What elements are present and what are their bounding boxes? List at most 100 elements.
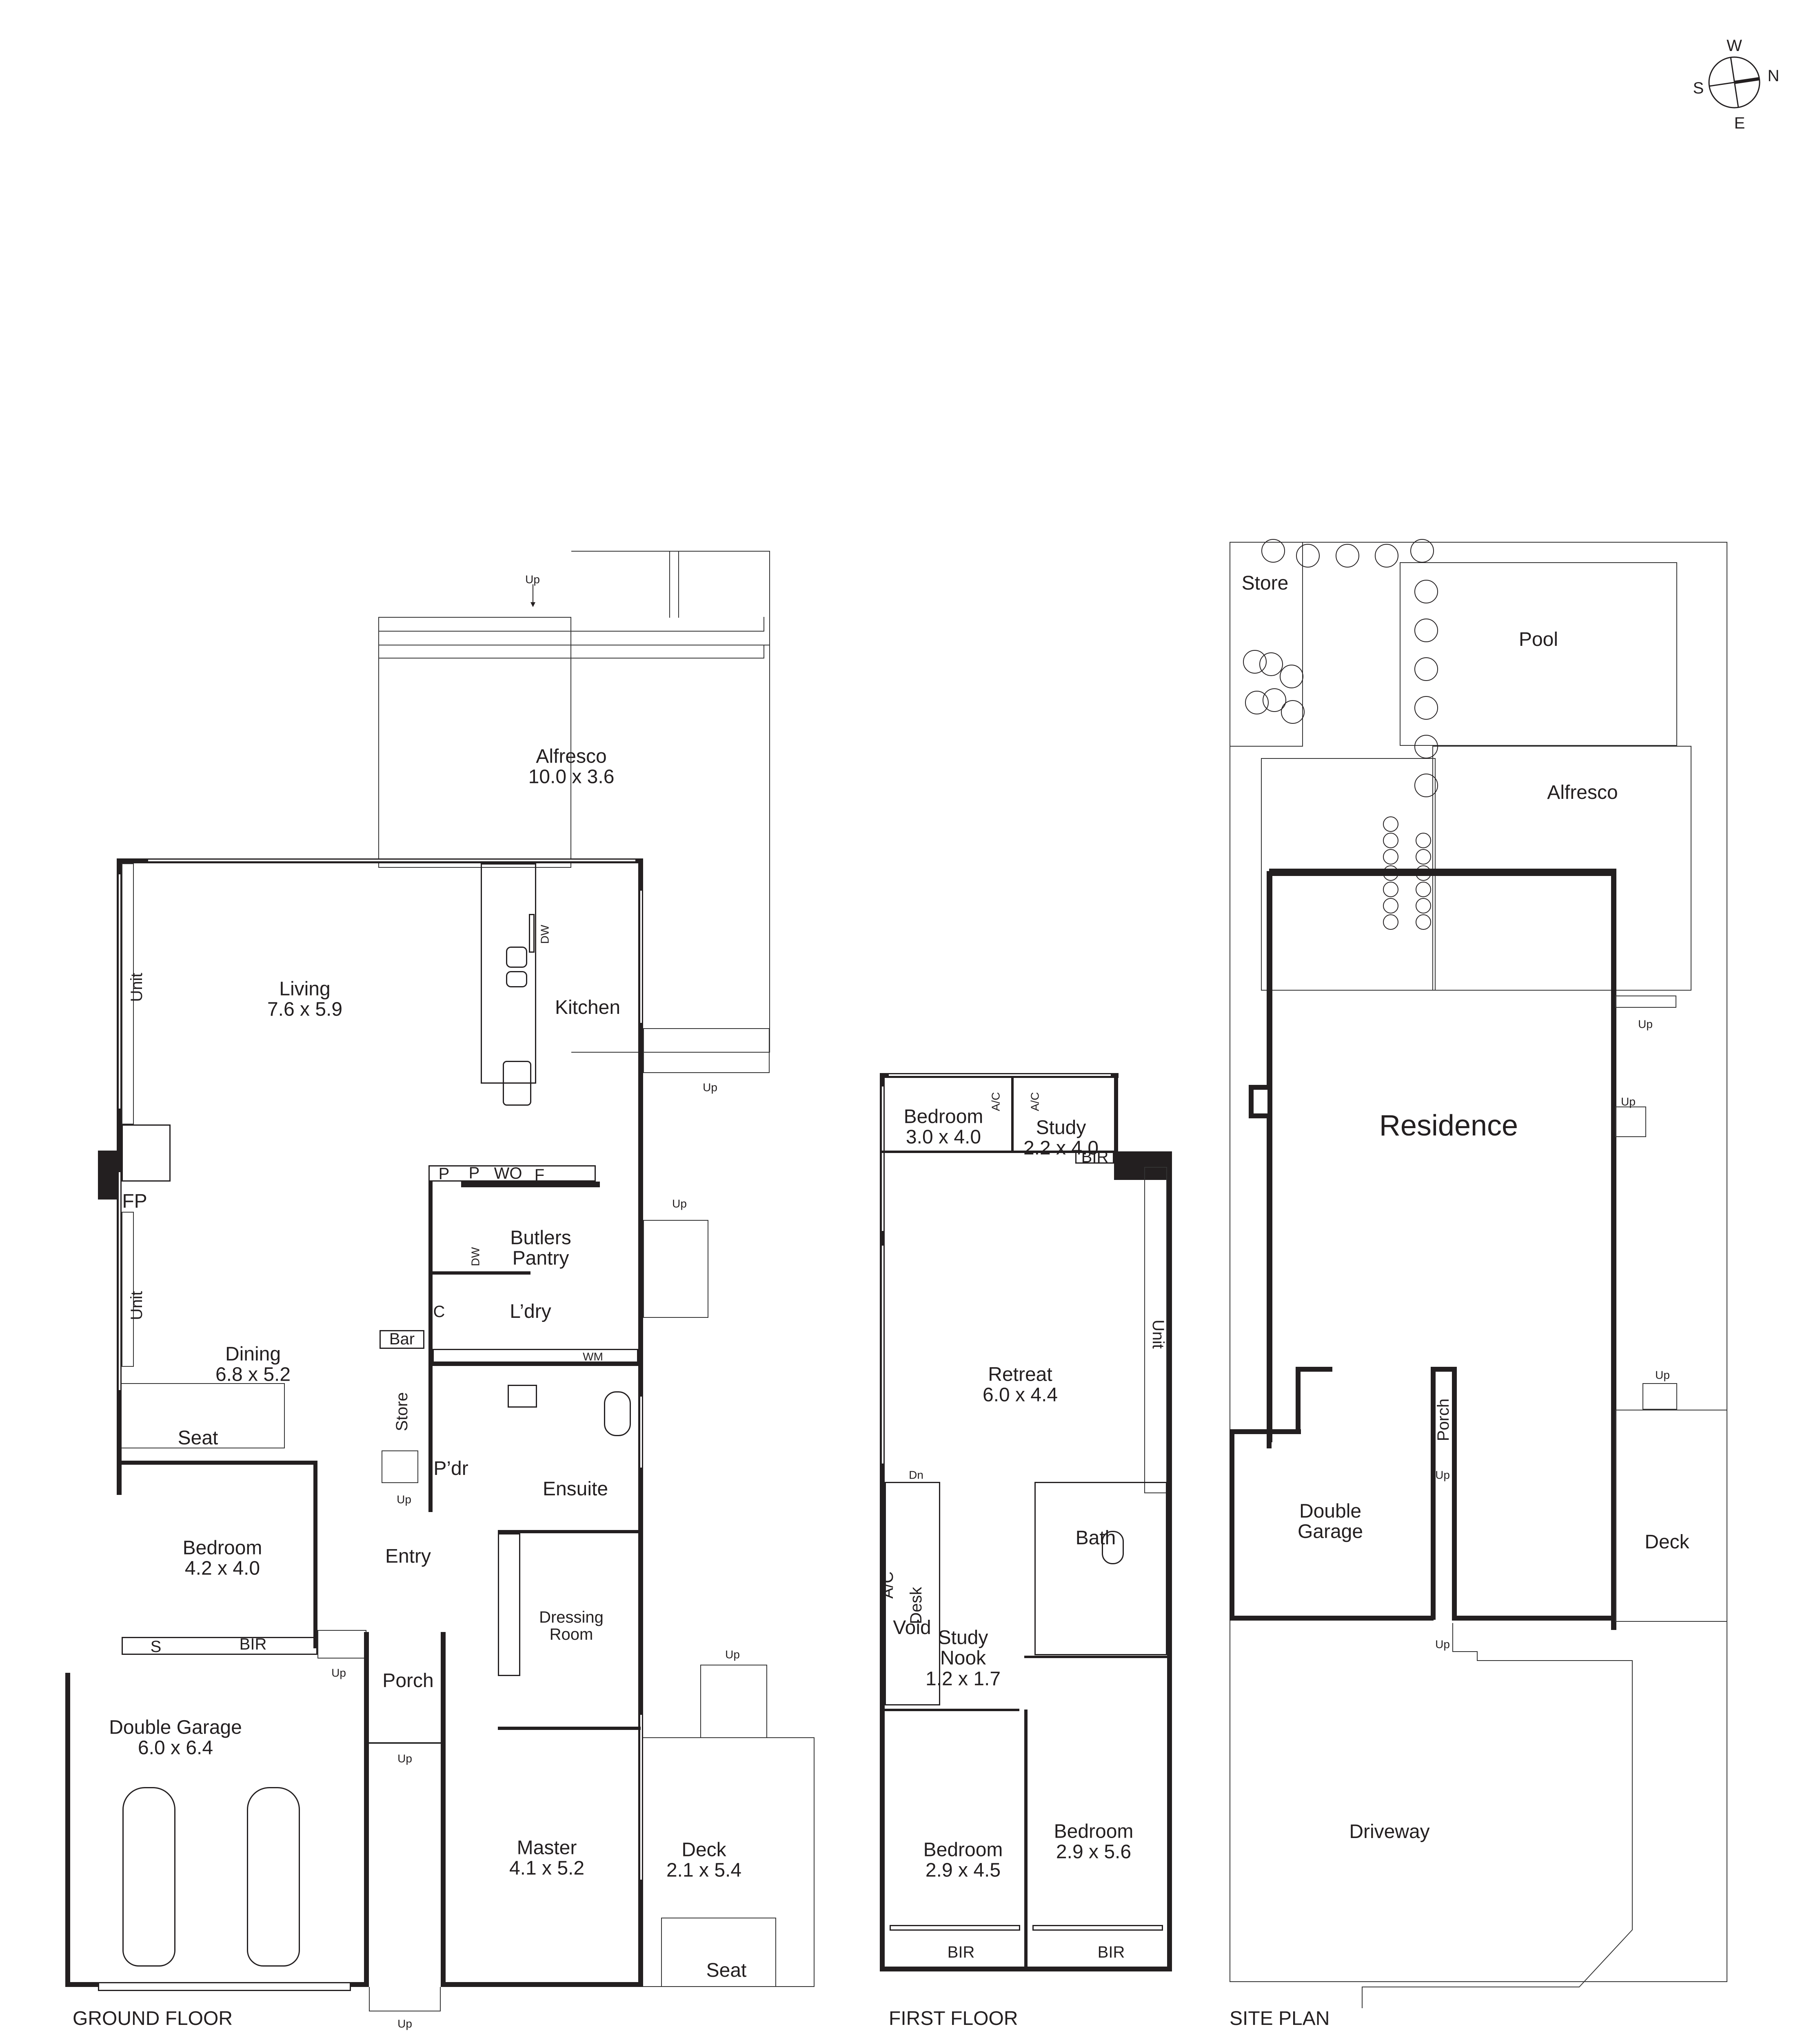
kitchen-window: [639, 889, 643, 1024]
kitchen-side-up-label: Up: [703, 1081, 717, 1094]
double-garage-label: Double Garage 6.0 x 6.4: [109, 1716, 242, 1759]
site-garage-west-wall: [1230, 1429, 1234, 1619]
ff-void-stairs: [885, 1482, 940, 1705]
alfresco-area: [378, 617, 571, 868]
ff-unit: [1144, 1167, 1167, 1493]
residence-east-wall: [1611, 871, 1616, 1630]
site-garage-north-wall: [1230, 1429, 1301, 1434]
porch-label: Porch: [382, 1670, 434, 1692]
bedroom-east-wall: [313, 1461, 317, 1648]
master-label: Master 4.1 x 5.2: [509, 1837, 585, 1879]
cupboard-label: C: [433, 1303, 445, 1321]
site-side-steps-2: [1615, 1106, 1646, 1137]
ff-bedroom3-label: Bedroom 2.9 x 5.6: [1054, 1820, 1134, 1863]
bar-label: Bar: [389, 1330, 415, 1348]
entry-steps: [382, 1450, 418, 1483]
deck-steps: [700, 1665, 767, 1738]
compass: W N S E: [1673, 33, 1796, 139]
site-porch-west-wall: [1431, 1367, 1436, 1620]
ff-stair-down-label: Dn: [909, 1468, 923, 1481]
pantry-dw-label: DW: [469, 1247, 482, 1266]
ff-study-east-wall: [1114, 1073, 1118, 1163]
deck-up-label: Up: [725, 1648, 740, 1661]
kitchen-side-steps: [643, 1028, 770, 1073]
unit-top-label: Unit: [128, 973, 146, 1002]
store-label: Store: [393, 1392, 411, 1431]
site-deck: [1615, 1410, 1727, 1622]
west-window-top: [118, 873, 122, 1110]
bir-robe: [122, 1637, 317, 1655]
garage-west-wall: [65, 1673, 70, 1987]
alfresco-step-riser: [669, 551, 679, 618]
site-garage-jog-top: [1296, 1367, 1332, 1372]
ff-study-nook-label: Study Nook 1.2 x 1.7: [925, 1627, 1001, 1690]
site-deck-label: Deck: [1645, 1531, 1689, 1553]
ff-east-wall: [1167, 1151, 1172, 1971]
ff-window-west-2: [881, 1244, 885, 1465]
residence-north-wall: [1267, 871, 1616, 876]
dressing-room-label: Dressing Room: [539, 1608, 604, 1643]
site-pool: [1400, 562, 1677, 746]
compass-rose-icon: [1708, 56, 1760, 109]
sliding-door-windows: [147, 858, 637, 863]
arrow-down-icon: [530, 584, 535, 607]
shelves-label: S: [150, 1638, 162, 1656]
pantry-p1-label: P: [438, 1165, 450, 1183]
fireplace-chimney: [98, 1151, 117, 1200]
ff-bedroom2-label: Bedroom 2.9 x 4.5: [923, 1839, 1003, 1881]
ff-bed1-study-divider: [1011, 1077, 1014, 1151]
ensuite-window: [639, 1395, 643, 1469]
ff-bir-bed2-label: BIR: [947, 1943, 975, 1961]
kitchen-island: [481, 863, 536, 1084]
ff-study-label: Study 2.2 x 4.0: [1023, 1117, 1099, 1159]
unit-bottom-label: Unit: [128, 1291, 146, 1320]
west-window-bottom: [118, 1171, 122, 1391]
ff-unit-label: Unit: [1149, 1319, 1167, 1349]
ff-bedroom1-label: Bedroom 3.0 x 4.0: [903, 1106, 983, 1148]
garage-door[interactable]: [98, 1982, 351, 1991]
alfresco-step-1: [378, 617, 764, 632]
dining-seat-label: Seat: [178, 1427, 218, 1449]
deck-label: Deck 2.1 x 5.4: [666, 1839, 742, 1881]
bathtub-icon: [604, 1391, 631, 1436]
site-side-steps-1: [1615, 996, 1676, 1008]
ensuite-south-wall: [498, 1530, 641, 1533]
fireplace-hearth: [122, 1124, 171, 1182]
fireplace-label: FP: [122, 1190, 147, 1212]
bir-label: BIR: [239, 1635, 267, 1653]
alfresco-step-3: [378, 645, 764, 659]
pantry-p2-label: P: [468, 1164, 480, 1182]
site-porch-east-wall: [1452, 1367, 1457, 1620]
washing-machine-label: WM: [583, 1350, 603, 1363]
car-icon: [247, 1787, 300, 1967]
fridge-label: F: [534, 1166, 545, 1184]
ff-bir-doors-left[interactable]: [890, 1925, 1020, 1931]
residence-label: Residence: [1379, 1109, 1518, 1142]
wall-oven-label: WO: [494, 1164, 522, 1182]
site-side-up3-label: Up: [1655, 1368, 1670, 1381]
porch-bottom-step: [369, 1987, 441, 2011]
bar-counter: [380, 1330, 424, 1349]
site-alfresco: [1432, 746, 1691, 991]
powder-label: P’dr: [433, 1457, 468, 1479]
ff-nook-south-wall: [885, 1709, 1019, 1711]
dining-label: Dining 6.8 x 5.2: [215, 1343, 291, 1386]
ff-north-windows: [888, 1073, 1112, 1077]
ff-study-bir: [1075, 1151, 1114, 1164]
compass-west: W: [1727, 37, 1742, 55]
porch-bottom-up-label: Up: [397, 2017, 412, 2030]
butlers-pantry-label: Butlers Pantry: [510, 1227, 571, 1269]
deck-seat-label: Seat: [706, 1959, 747, 1981]
site-driveway-label: Driveway: [1349, 1820, 1430, 1843]
compass-south: S: [1693, 79, 1704, 97]
site-side-up2-label: Up: [1621, 1095, 1636, 1108]
pantry-south-wall: [428, 1271, 530, 1275]
deck-seat: [661, 1918, 776, 1987]
ff-bir-doors-right[interactable]: [1032, 1925, 1163, 1931]
ff-retreat-label: Retreat 6.0 x 4.4: [982, 1364, 1058, 1406]
site-side-up1-label: Up: [1638, 1018, 1653, 1031]
alfresco-label: Alfresco 10.0 x 3.6: [528, 745, 615, 788]
kitchen-dw-label: DW: [538, 925, 551, 944]
site-garage-label: Double Garage: [1297, 1500, 1363, 1543]
laundry-bench: [433, 1349, 638, 1363]
